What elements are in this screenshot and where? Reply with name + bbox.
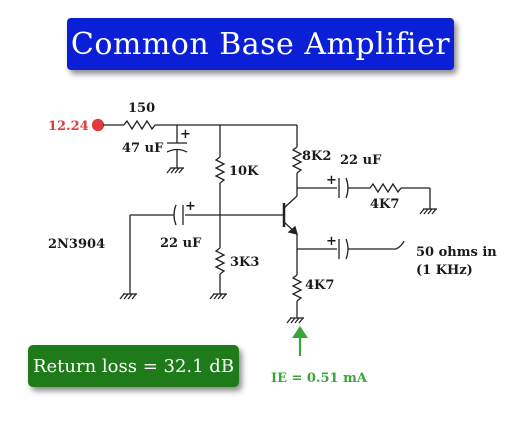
page-title: Common Base Amplifier bbox=[70, 26, 451, 62]
label-r-collector: 8K2 bbox=[302, 149, 331, 164]
label-input-line1: 50 ohms in bbox=[416, 245, 497, 260]
resistor-10k bbox=[214, 156, 226, 184]
supply-terminal bbox=[91, 118, 105, 132]
plus-supply-cap: + bbox=[180, 127, 191, 142]
capacitor-input-right bbox=[345, 238, 349, 260]
ground-load bbox=[419, 208, 437, 215]
supply-voltage-label: 12.24 bbox=[48, 119, 89, 134]
plus-input-cap: + bbox=[326, 234, 337, 249]
resistor-3k3 bbox=[214, 247, 226, 275]
label-c-supply: 47 uF bbox=[122, 141, 164, 156]
label-r-load: 4K7 bbox=[370, 197, 399, 212]
ground-base-cap bbox=[119, 293, 137, 300]
title-banner: Common Base Amplifier bbox=[67, 18, 454, 70]
return-loss-box: Return loss = 32.1 dB bbox=[28, 345, 239, 387]
label-c-base: 22 uF bbox=[160, 236, 202, 251]
label-r-base-bottom: 3K3 bbox=[230, 255, 259, 270]
label-c-output: 22 uF bbox=[340, 153, 382, 168]
label-current: IE = 0.51 mA bbox=[271, 371, 368, 386]
resistor-8k2 bbox=[291, 146, 303, 174]
return-loss-label: Return loss = 32.1 dB bbox=[32, 355, 235, 377]
resistor-emitter bbox=[291, 274, 303, 302]
label-r-supply: 150 bbox=[128, 101, 155, 116]
ground-emitter bbox=[286, 317, 304, 324]
resistor-load bbox=[369, 182, 402, 194]
label-r-base-top: 10K bbox=[229, 164, 259, 179]
capacitor-output-right bbox=[345, 177, 349, 199]
ground-supply-cap bbox=[166, 167, 184, 174]
ground-3k3 bbox=[209, 293, 227, 300]
capacitor-base-left bbox=[173, 204, 177, 226]
transistor-collector bbox=[283, 195, 298, 209]
plus-output-cap: + bbox=[326, 173, 337, 188]
resistor-supply bbox=[123, 119, 156, 131]
input-terminal bbox=[395, 240, 405, 250]
plus-base-cap: + bbox=[185, 199, 196, 214]
capacitor-supply-bottom bbox=[166, 148, 188, 153]
current-arrow-icon bbox=[292, 326, 308, 356]
label-input-line2: (1 KHz) bbox=[416, 263, 473, 278]
label-r-emitter: 4K7 bbox=[305, 278, 334, 293]
transistor-emitter-arrow bbox=[287, 225, 298, 235]
label-transistor: 2N3904 bbox=[48, 237, 105, 252]
